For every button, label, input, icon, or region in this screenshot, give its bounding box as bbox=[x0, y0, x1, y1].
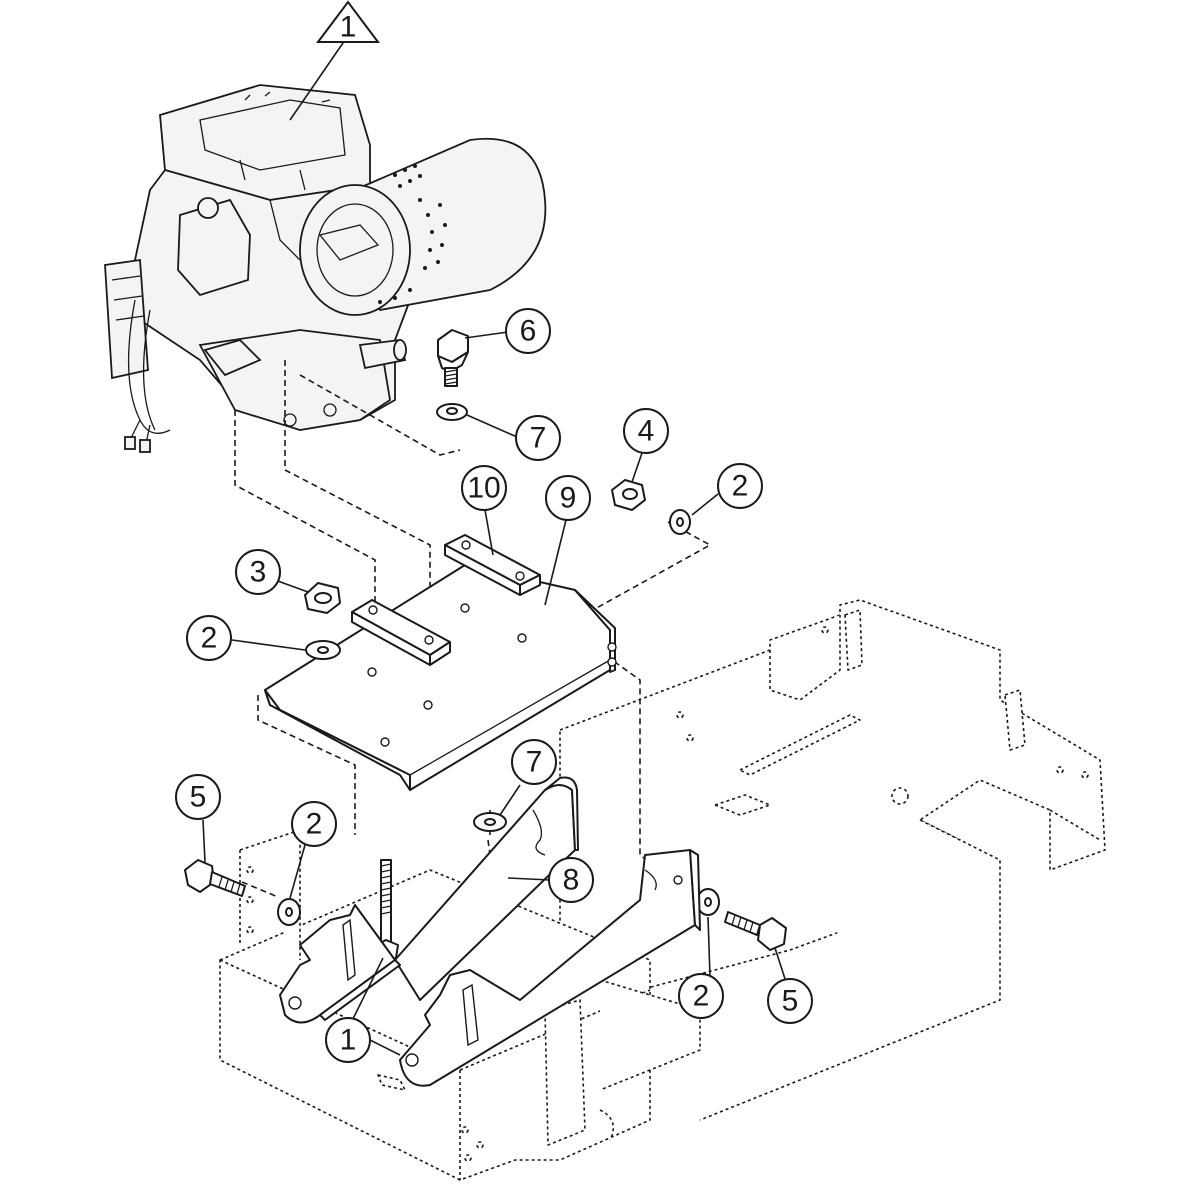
callout-label: 10 bbox=[467, 472, 500, 505]
leader-lines bbox=[202, 39, 788, 1056]
right-slot-bracket bbox=[399, 849, 701, 1087]
callout-6: 6 bbox=[505, 308, 551, 354]
bolt-6 bbox=[437, 329, 469, 387]
spacer-bar-front bbox=[351, 599, 451, 666]
left-slot-bracket bbox=[279, 904, 401, 1024]
bolt-5-right bbox=[724, 911, 787, 951]
callout-label: 5 bbox=[782, 985, 799, 1018]
callout-label: 4 bbox=[638, 415, 655, 448]
callout-2-right-low: 2 bbox=[678, 973, 724, 1019]
callout-label: 1 bbox=[340, 11, 357, 44]
callout-7-mid: 7 bbox=[511, 739, 557, 785]
callout-label: 1 bbox=[340, 1024, 357, 1057]
washer-2-left-low bbox=[277, 898, 301, 926]
callout-label: 2 bbox=[693, 980, 710, 1013]
callout-label: 9 bbox=[560, 482, 577, 515]
muffler-perforations bbox=[378, 164, 447, 304]
callout-label: 2 bbox=[201, 622, 218, 655]
callout-2-left-mid: 2 bbox=[186, 615, 232, 661]
callout-label: 3 bbox=[250, 556, 267, 589]
callout-label: 7 bbox=[530, 422, 547, 455]
bolt-5-left bbox=[184, 859, 246, 897]
callout-7-top: 7 bbox=[515, 415, 561, 461]
callout-9: 9 bbox=[545, 475, 591, 521]
callout-1-bottom: 1 bbox=[325, 1017, 371, 1063]
washer-7-mid bbox=[473, 812, 507, 832]
callout-label: 5 bbox=[190, 781, 207, 814]
callout-5-left: 5 bbox=[175, 774, 221, 820]
washer-2-left-mid bbox=[305, 640, 341, 660]
nut-3 bbox=[304, 582, 341, 614]
callout-2-right-top: 2 bbox=[717, 463, 763, 509]
washer-2-top-right bbox=[669, 509, 691, 535]
callout-4: 4 bbox=[623, 408, 669, 454]
callout-10: 10 bbox=[461, 465, 507, 511]
callout-label: 2 bbox=[732, 470, 749, 503]
callout-label: 7 bbox=[526, 746, 543, 779]
spacer-bar-rear bbox=[444, 534, 541, 596]
callout-1-triangle: 1 bbox=[316, 0, 380, 44]
callout-3: 3 bbox=[235, 549, 281, 595]
callout-label: 2 bbox=[306, 808, 323, 841]
callout-label: 6 bbox=[520, 315, 537, 348]
washer-7-top bbox=[436, 403, 468, 421]
nut-4 bbox=[611, 479, 646, 511]
callout-5-right: 5 bbox=[767, 978, 813, 1024]
engine-assembly bbox=[104, 84, 547, 453]
callout-label: 8 bbox=[563, 864, 580, 897]
mounting-plate bbox=[264, 564, 617, 791]
rear-bracket bbox=[394, 776, 579, 1001]
callout-8: 8 bbox=[548, 857, 594, 903]
callout-2-left-low: 2 bbox=[291, 801, 337, 847]
